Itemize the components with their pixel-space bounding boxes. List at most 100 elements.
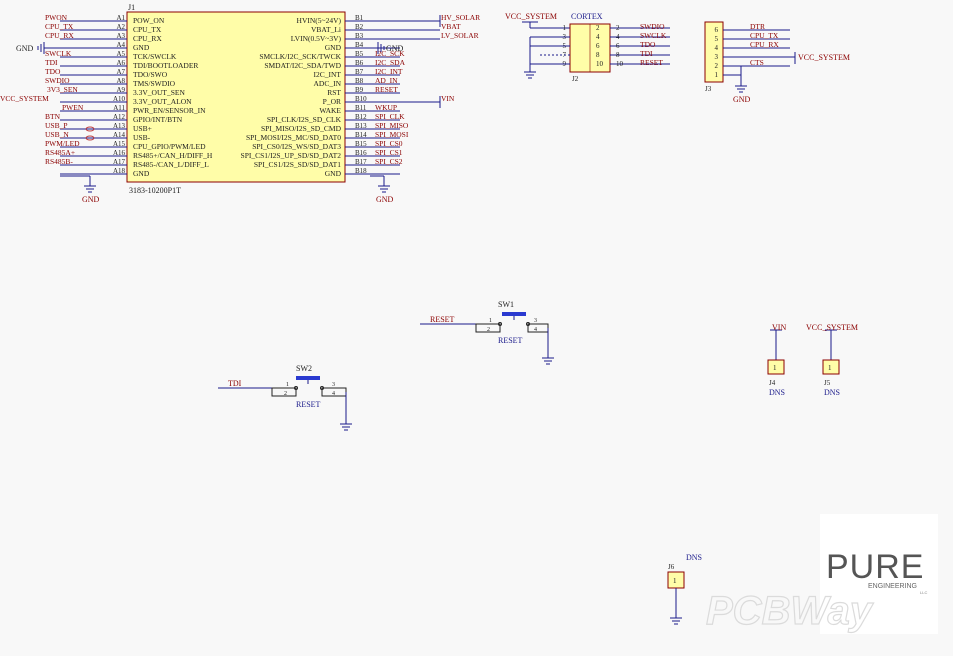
sw2-pin-2: 2	[284, 391, 287, 397]
sw1-value: RESET	[498, 336, 523, 345]
j1-pin-name: TDO/SWO	[133, 70, 168, 79]
j1-pin-name: PWR_EN/SENSOR_IN	[133, 106, 206, 115]
j3-pin-number: 2	[715, 62, 719, 70]
j2-designator: J2	[572, 75, 579, 83]
svg-text:1: 1	[828, 364, 832, 372]
j1-pin-number: A4	[116, 41, 125, 49]
j2-pin-even: 2	[596, 24, 600, 32]
j2-net-label: TDO	[640, 40, 656, 49]
j1-pin-name: SMDAT/I2C_SDA/TWD	[264, 61, 341, 70]
j5-body	[822, 359, 840, 375]
j6-designator: J6	[668, 563, 675, 571]
svg-text:1: 1	[773, 364, 777, 372]
j3-net-label: CPU_RX	[750, 40, 779, 49]
j2-net-label: SWCLK	[640, 31, 667, 40]
sw2-value: RESET	[296, 400, 321, 409]
testpoint-j6[interactable]: DNS J6 1	[667, 553, 702, 625]
j1-pin-name: RST	[327, 88, 341, 97]
j2-net-label: SWDIO	[640, 22, 665, 31]
j1-gnd-b4: GND	[370, 42, 404, 54]
j1-pin-name: SPI_CS1/I2S_UP_SD/SD_DAT2	[241, 151, 342, 160]
gnd-label-b4: GND	[386, 44, 404, 53]
j3-designator: J3	[705, 85, 712, 93]
j4-designator: J4	[769, 379, 776, 387]
j1-pin-number: B13	[355, 122, 367, 130]
j1-pin-number: A12	[113, 113, 126, 121]
j1-net-label: I2C_SCK	[375, 49, 405, 58]
j1-net-label: 3V3_SEN	[47, 85, 78, 94]
j1-net-label: VIN	[441, 94, 455, 103]
j1-pin-name: CPU_TX	[133, 25, 162, 34]
j1-pin-number: B1	[355, 14, 364, 22]
j1-pin-number: A10	[113, 95, 126, 103]
j1-net-label: PWON	[45, 13, 68, 22]
usb-diff-pair-mark	[85, 126, 95, 132]
j1-pin-name: GND	[133, 43, 150, 52]
j1-pin-name: HVIN(5~24V)	[297, 16, 342, 25]
j2-pins: 122SWDIO344SWCLK566TDO788TDI91010RESET	[563, 22, 670, 72]
j1-net-label: LV_SOLAR	[441, 31, 479, 40]
j1-pin-number: A5	[116, 50, 125, 58]
j1-pin-number: A7	[116, 68, 125, 76]
j1-pin-number: B6	[355, 59, 364, 67]
j1-net-label: SWDIO	[45, 76, 70, 85]
j1-pin-name: GND	[133, 169, 150, 178]
j6-value: DNS	[686, 553, 702, 562]
j2-pin-even: 10	[596, 60, 604, 68]
sw2-pin-4: 4	[332, 391, 335, 397]
j1-pin-name: CPU_RX	[133, 34, 162, 43]
j2-pin-outer-number: 2	[616, 24, 620, 32]
j5-net: VCC_SYSTEM	[806, 323, 858, 332]
j1-net-label: SPI_MISO	[375, 121, 409, 130]
j1-net-label: PWM/LED	[45, 139, 80, 148]
j1-net-label: BTN	[45, 112, 61, 121]
j1-pin-number: B14	[355, 131, 367, 139]
j3-pin-number: 3	[715, 53, 719, 61]
j1-pin-number: B12	[355, 113, 367, 121]
j1-pin-number: B7	[355, 68, 364, 76]
j3-pin-number: 1	[715, 71, 719, 79]
j3-pin-number: 6	[715, 26, 719, 34]
sw2-actuator	[296, 376, 320, 380]
svg-text:1: 1	[673, 577, 677, 585]
j5-value: DNS	[824, 388, 840, 397]
j2-net-label: TDI	[640, 49, 653, 58]
pcbway-watermark: PCBWay	[706, 589, 874, 633]
pure-engineering-logo: PURE ENGINEERING LLC PCBWay	[705, 514, 938, 634]
testpoint-j5[interactable]: VCC_SYSTEM 1 J5 DNS	[806, 323, 858, 397]
connector-j2-cortex[interactable]: VCC_SYSTEM CORTEX J2 122SWDIO344SWCLK566…	[505, 12, 670, 83]
switch-sw2[interactable]: SW2 TDI 1 2 3 4 RESET	[218, 364, 352, 431]
sw2-net-label: TDI	[228, 379, 242, 388]
j1-pin-number: B4	[355, 41, 364, 49]
j1-net-label: SPI_CS0	[375, 139, 403, 148]
gnd-label-j3: GND	[733, 95, 751, 104]
j1-pin-number: A18	[113, 167, 126, 175]
logo-backdrop	[820, 514, 938, 634]
sw1-pin-2: 2	[487, 327, 490, 333]
j3-pin-number: 5	[715, 35, 719, 43]
j4-value: DNS	[769, 388, 785, 397]
j2-pin-even: 8	[596, 51, 600, 59]
sw1-pin-4: 4	[534, 327, 537, 333]
j1-pin-number: B5	[355, 50, 364, 58]
j1-net-label: I2C_INT	[375, 67, 403, 76]
j1-pin-name: CPU_GPIO/PWM/LED	[133, 142, 206, 151]
j1-pin-name: SPI_MISO/I2S_SD_CMD	[261, 124, 342, 133]
j1-net-label: TDI	[45, 58, 58, 67]
sw2-pin-3: 3	[332, 382, 335, 388]
switch-sw1[interactable]: SW1 RESET 1 2 3 4 RESET	[420, 300, 554, 365]
testpoint-j4[interactable]: VIN 1 J4 DNS	[767, 323, 786, 397]
j1-pin-name: VBAT_Li	[311, 25, 341, 34]
sw2-pin-1: 1	[286, 382, 289, 388]
j1-pin-name: SPI_CS0/I2S_WS/SD_DAT3	[252, 142, 341, 151]
logo-llc: LLC	[920, 590, 927, 595]
j3-net-label: CTS	[750, 58, 764, 67]
j1-net-label: HV_SOLAR	[441, 13, 480, 22]
j1-net-label: AD_IN	[375, 76, 398, 85]
j1-pin-name: 3.3V_OUT_ALON	[133, 97, 192, 106]
j1-pin-number: A8	[116, 77, 125, 85]
